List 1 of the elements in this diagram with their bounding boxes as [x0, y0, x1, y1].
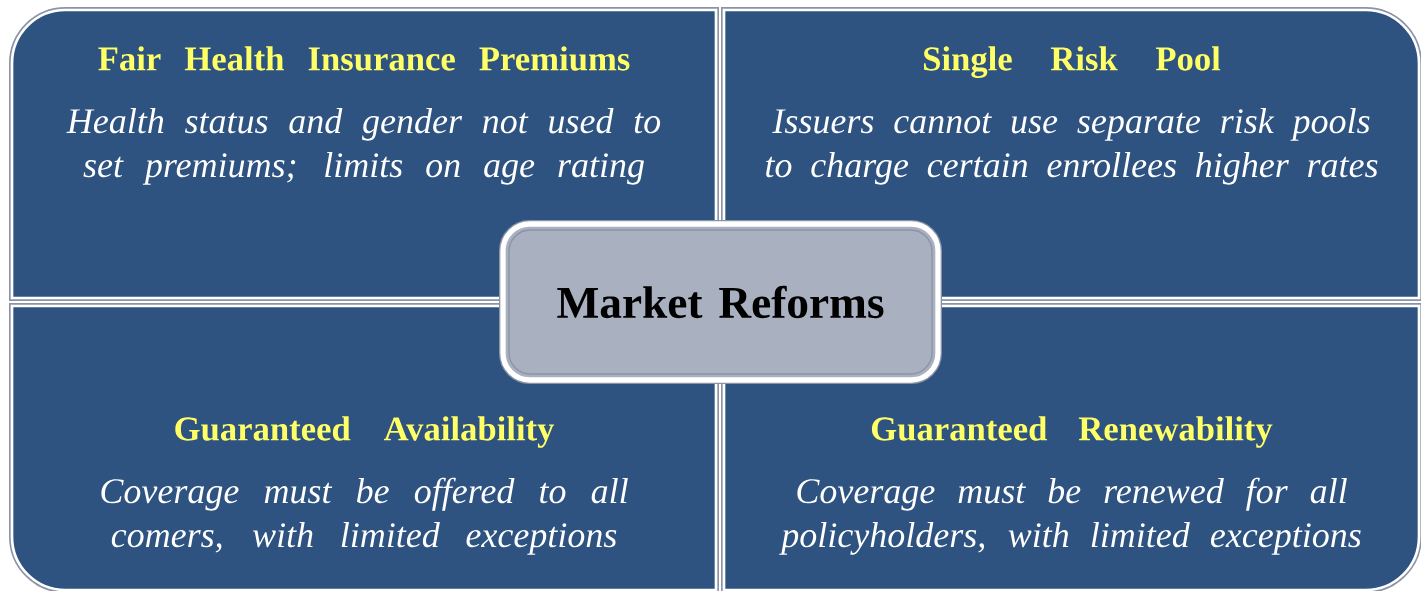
center-box: Market Reforms — [499, 220, 942, 384]
